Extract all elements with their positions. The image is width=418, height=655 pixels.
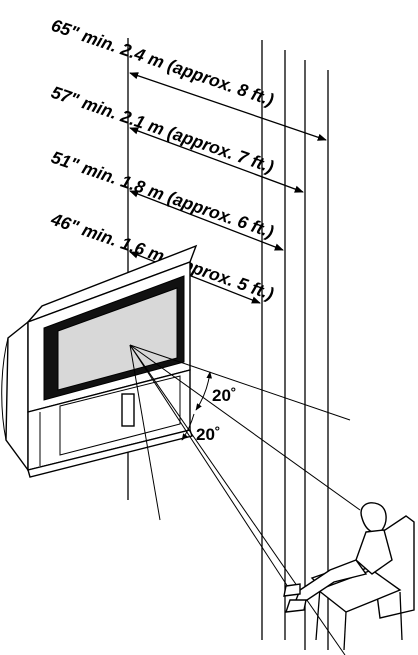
viewer-head <box>360 502 387 534</box>
viewer-in-chair <box>283 502 415 651</box>
tv-side-panel <box>5 320 29 473</box>
viewer-torso <box>355 529 393 575</box>
angle-label-lower: 20˚ <box>196 425 221 444</box>
tv-control-door <box>121 393 135 427</box>
angle-line-lower <box>129 344 291 591</box>
angle-line-far <box>129 344 346 655</box>
viewer-foot <box>284 599 307 613</box>
angle-label-upper: 20˚ <box>212 386 237 405</box>
center-axis-line <box>129 344 351 421</box>
distance-arrows <box>129 72 327 304</box>
angle-line-upper <box>129 344 361 511</box>
tv-base <box>27 429 193 478</box>
arrow-51 <box>129 190 284 251</box>
angle-line-edge <box>129 344 161 521</box>
viewing-angle-lines <box>129 344 361 655</box>
projection-tv <box>1 244 198 478</box>
tv-screen <box>57 287 178 391</box>
arrow-57 <box>129 127 304 193</box>
arrow-46 <box>129 251 261 304</box>
